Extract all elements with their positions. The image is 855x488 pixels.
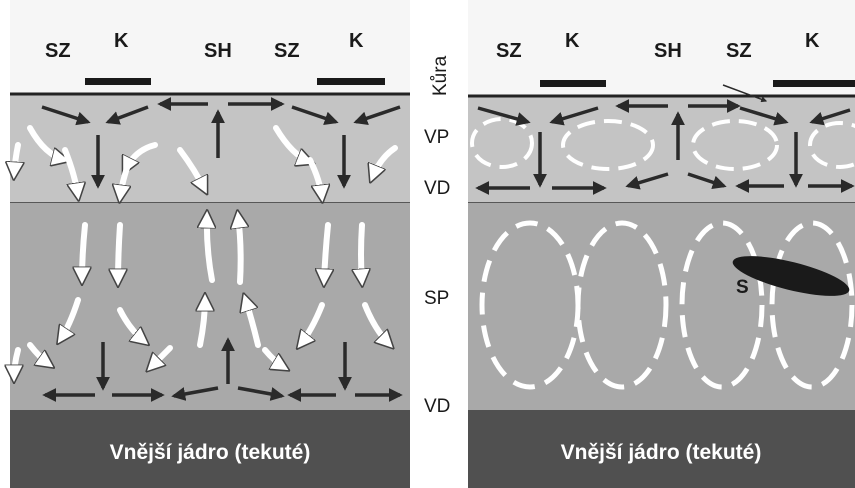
right-label-sz-1: SZ: [496, 40, 522, 62]
right-continent-2: [773, 80, 855, 87]
layer-label-upper-mantle: VP: [424, 127, 449, 148]
right-label-k-2: K: [805, 30, 820, 52]
slab-label: S: [736, 277, 749, 298]
layer-label-boundary-lower: VD: [424, 396, 450, 417]
layer-label-strip: Kůra VP VD SP VD: [410, 0, 468, 488]
right-core-label: Vnější jádro (tekuté): [561, 441, 762, 464]
left-label-k-2: K: [349, 30, 364, 52]
left-label-sz-1: SZ: [45, 40, 71, 62]
left-label-k-1: K: [114, 30, 129, 52]
left-core-label: Vnější jádro (tekuté): [110, 441, 311, 464]
right-label-sh: SH: [654, 40, 682, 62]
left-label-sh: SH: [204, 40, 232, 62]
left-label-sz-2: SZ: [274, 40, 300, 62]
left-continent-1: [85, 78, 151, 85]
right-label-sz-2: SZ: [726, 40, 752, 62]
layer-label-boundary-upper: VD: [424, 178, 450, 199]
right-continent-1: [540, 80, 606, 87]
layer-label-lower-mantle: SP: [424, 288, 449, 309]
right-label-k-1: K: [565, 30, 580, 52]
right-panel: SZ K SH SZ K: [468, 0, 855, 488]
layer-label-crust: Kůra: [430, 55, 451, 96]
left-upper-mantle-layer: [10, 93, 410, 203]
left-continent-2: [317, 78, 385, 85]
left-panel: SZ K SH SZ K: [10, 0, 410, 488]
